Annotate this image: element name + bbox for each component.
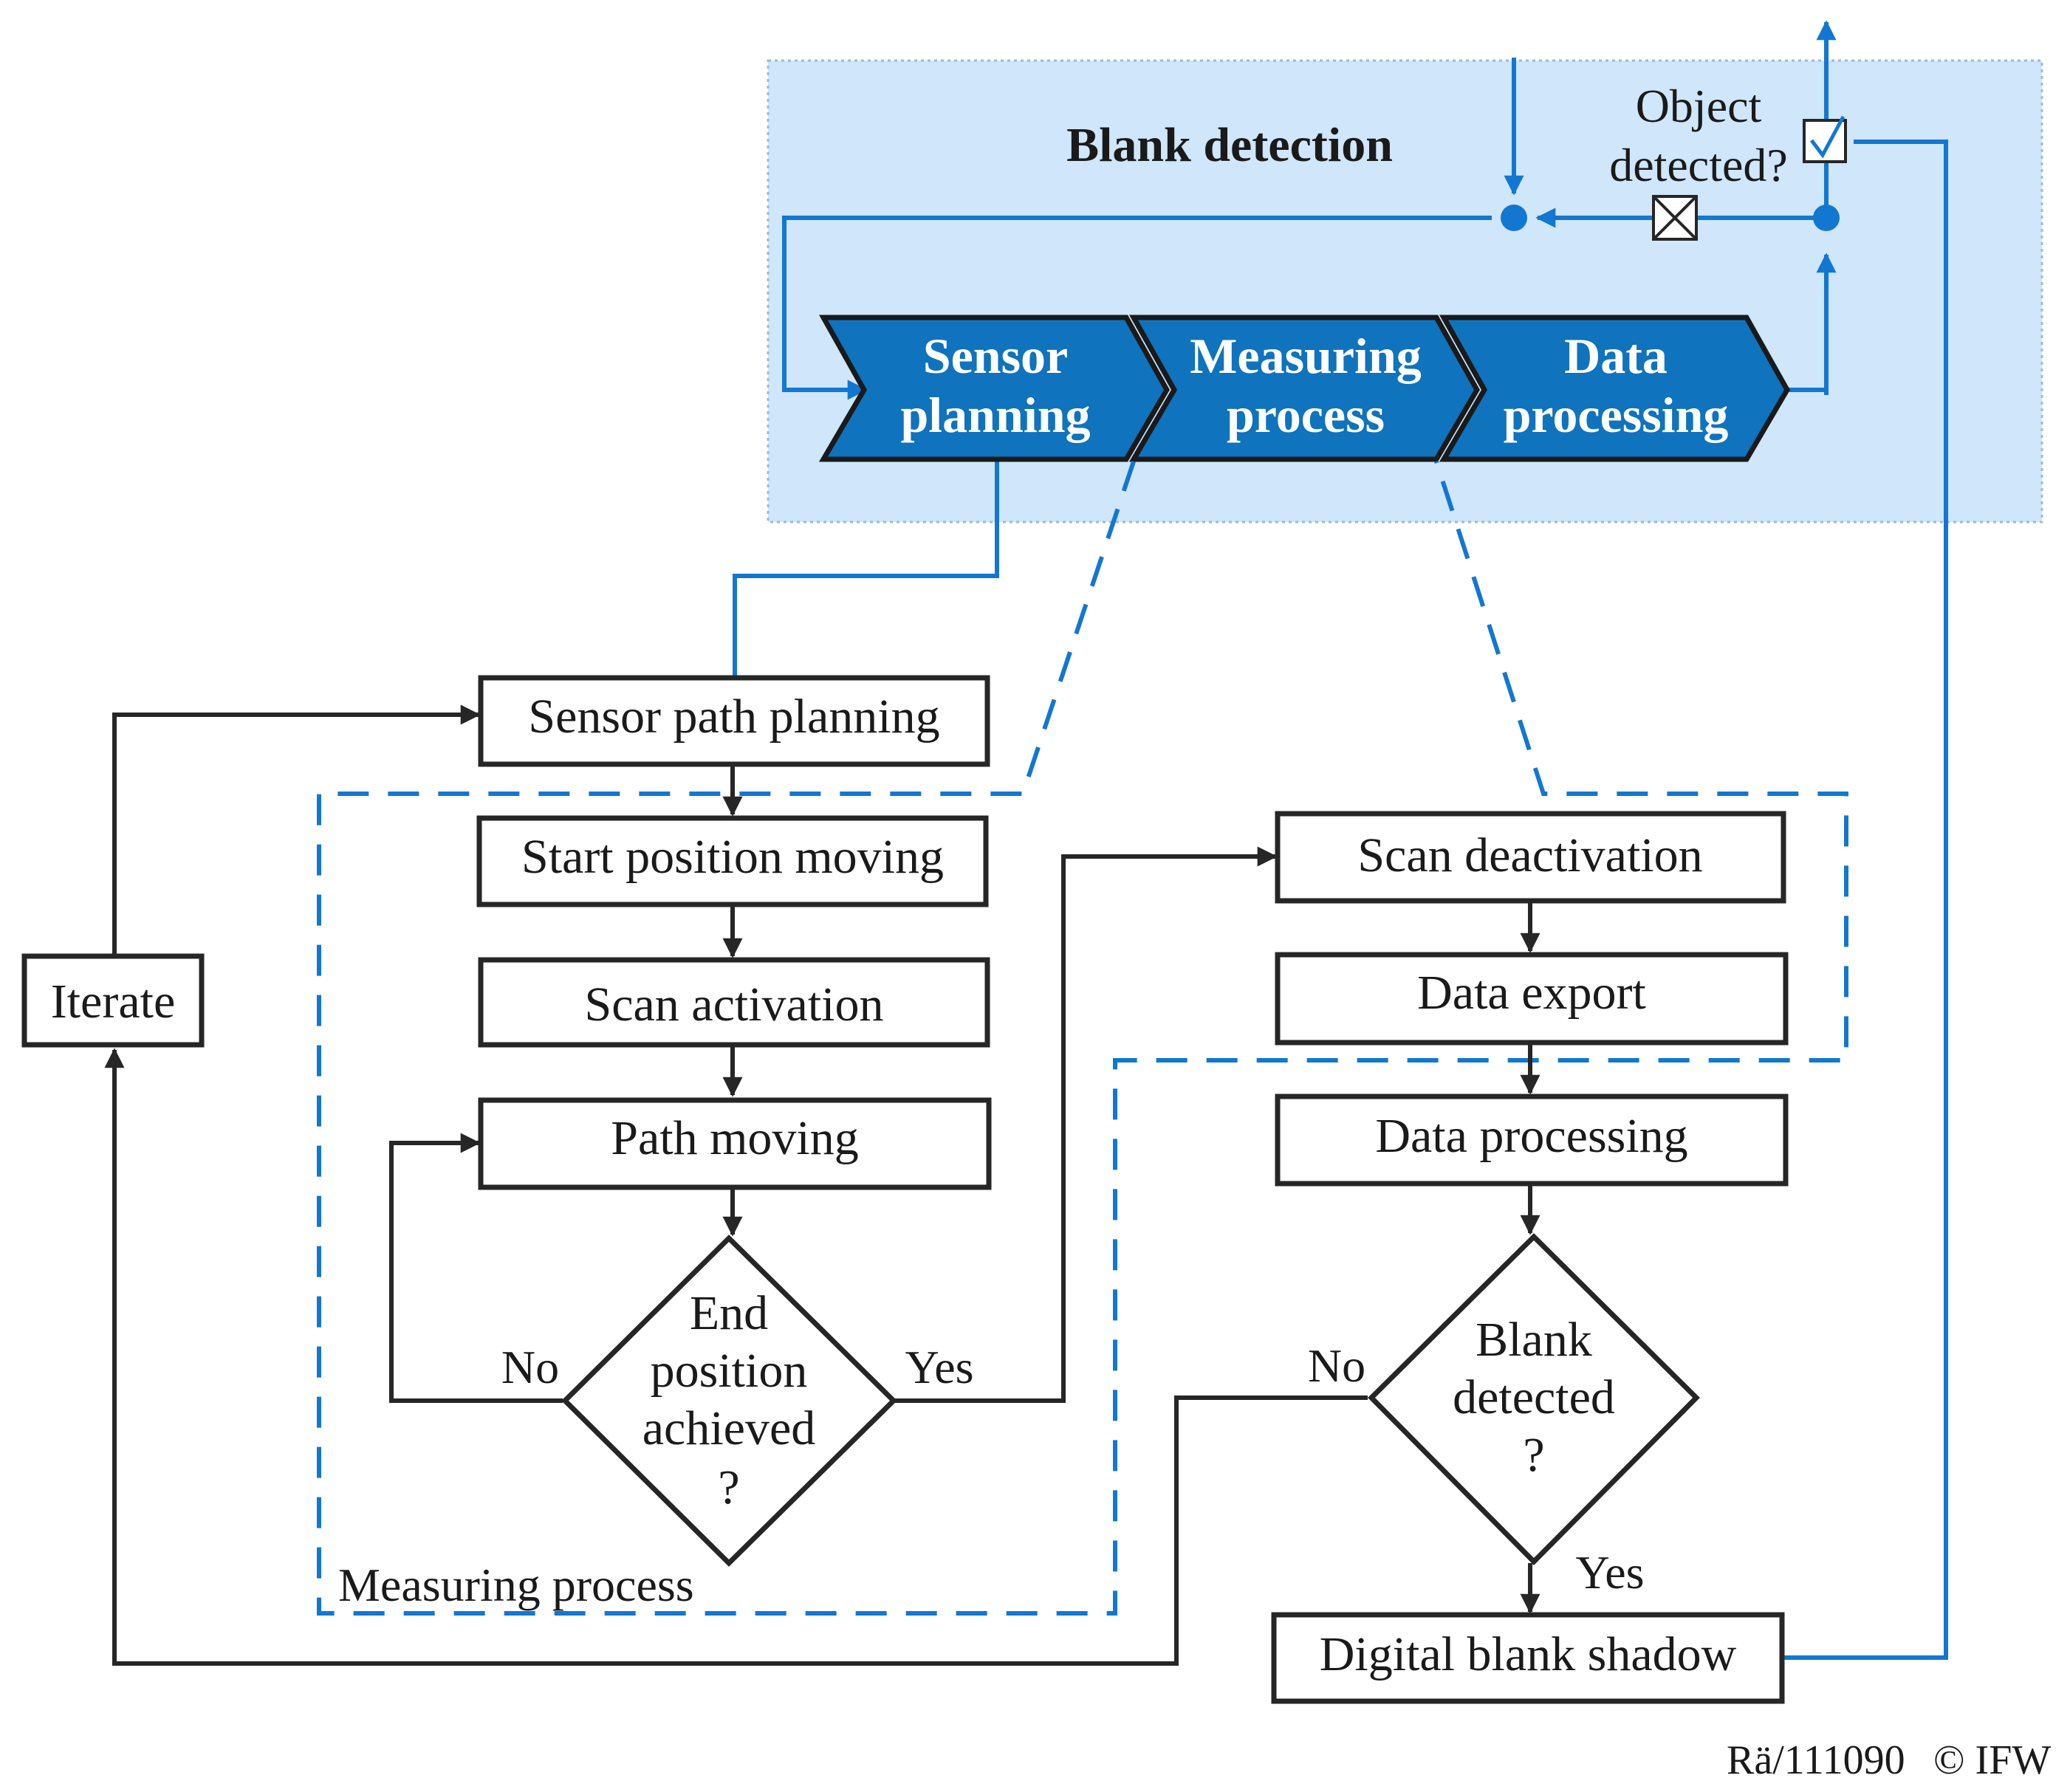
svg-text:Data processing: Data processing: [1375, 1109, 1687, 1163]
svg-text:planning: planning: [900, 387, 1090, 443]
step-digital-blank-shadow: Digital blank shadow: [1271, 1612, 1785, 1704]
step-data-export: Data export: [1275, 952, 1789, 1046]
svg-text:process: process: [1227, 387, 1385, 443]
svg-text:Path moving: Path moving: [611, 1111, 859, 1165]
flow-connectors: [104, 704, 1540, 1666]
blank-detection-title: Blank detection: [1066, 118, 1393, 172]
svg-text:End: End: [690, 1286, 768, 1340]
step-data-processing: Data processing: [1275, 1094, 1789, 1187]
chevron-data-processing: Data processing: [1439, 315, 1791, 462]
svg-text:Data: Data: [1564, 328, 1668, 384]
step-scan-activation: Scan activation: [478, 957, 990, 1048]
svg-text:position: position: [651, 1344, 808, 1398]
step-scan-deactivation: Scan deactivation: [1275, 811, 1786, 904]
branch-yes-label: Yes: [905, 1341, 973, 1393]
svg-text:achieved: achieved: [642, 1401, 816, 1455]
junction-dot: [1501, 205, 1527, 231]
svg-text:Start position moving: Start position moving: [521, 830, 944, 884]
svg-text:Sensor: Sensor: [923, 328, 1068, 384]
svg-text:Measuring: Measuring: [1190, 328, 1422, 384]
svg-text:Iterate: Iterate: [51, 975, 176, 1029]
chevron-measuring-process: Measuring process: [1128, 315, 1481, 462]
svg-text:Scan activation: Scan activation: [584, 978, 883, 1031]
svg-text:Data export: Data export: [1417, 966, 1646, 1020]
svg-text:Scan deactivation: Scan deactivation: [1357, 828, 1702, 882]
svg-text:?: ?: [718, 1460, 739, 1514]
svg-text:processing: processing: [1504, 387, 1729, 443]
svg-text:Sensor path planning: Sensor path planning: [528, 690, 939, 744]
branch-no-label: No: [501, 1341, 559, 1393]
step-start-position-moving: Start position moving: [476, 815, 989, 907]
blank-detection-loop: [733, 20, 1948, 1660]
object-detected-label: Object: [1636, 80, 1762, 132]
branch-no-label: No: [1308, 1339, 1365, 1392]
measuring-process-label: Measuring process: [338, 1559, 694, 1611]
decision-end-position-achieved: End position achieved ?: [561, 1235, 897, 1567]
branch-yes-label: Yes: [1575, 1546, 1644, 1599]
svg-text:Blank: Blank: [1476, 1313, 1592, 1367]
object-detected-label: detected?: [1609, 139, 1788, 191]
checkbox-crossed-icon: [1652, 195, 1698, 241]
decision-blank-detected: Blank detected ?: [1368, 1233, 1700, 1565]
figure-code: Rä/111090: [1727, 1737, 1905, 1783]
svg-text:?: ?: [1523, 1428, 1544, 1482]
chevron-sensor-planning: Sensor planning: [818, 315, 1171, 462]
step-sensor-path-planning: Sensor path planning: [478, 675, 990, 767]
step-iterate: Iterate: [21, 953, 205, 1048]
junction-dot: [1813, 205, 1840, 231]
svg-text:detected: detected: [1453, 1370, 1615, 1424]
checkbox-checked-icon: [1803, 115, 1847, 163]
copyright-notice: © IFW: [1933, 1737, 2051, 1783]
step-path-moving: Path moving: [478, 1097, 992, 1190]
measuring-process-zoom-lines: [317, 461, 1848, 1616]
svg-text:Digital blank shadow: Digital blank shadow: [1320, 1627, 1737, 1681]
